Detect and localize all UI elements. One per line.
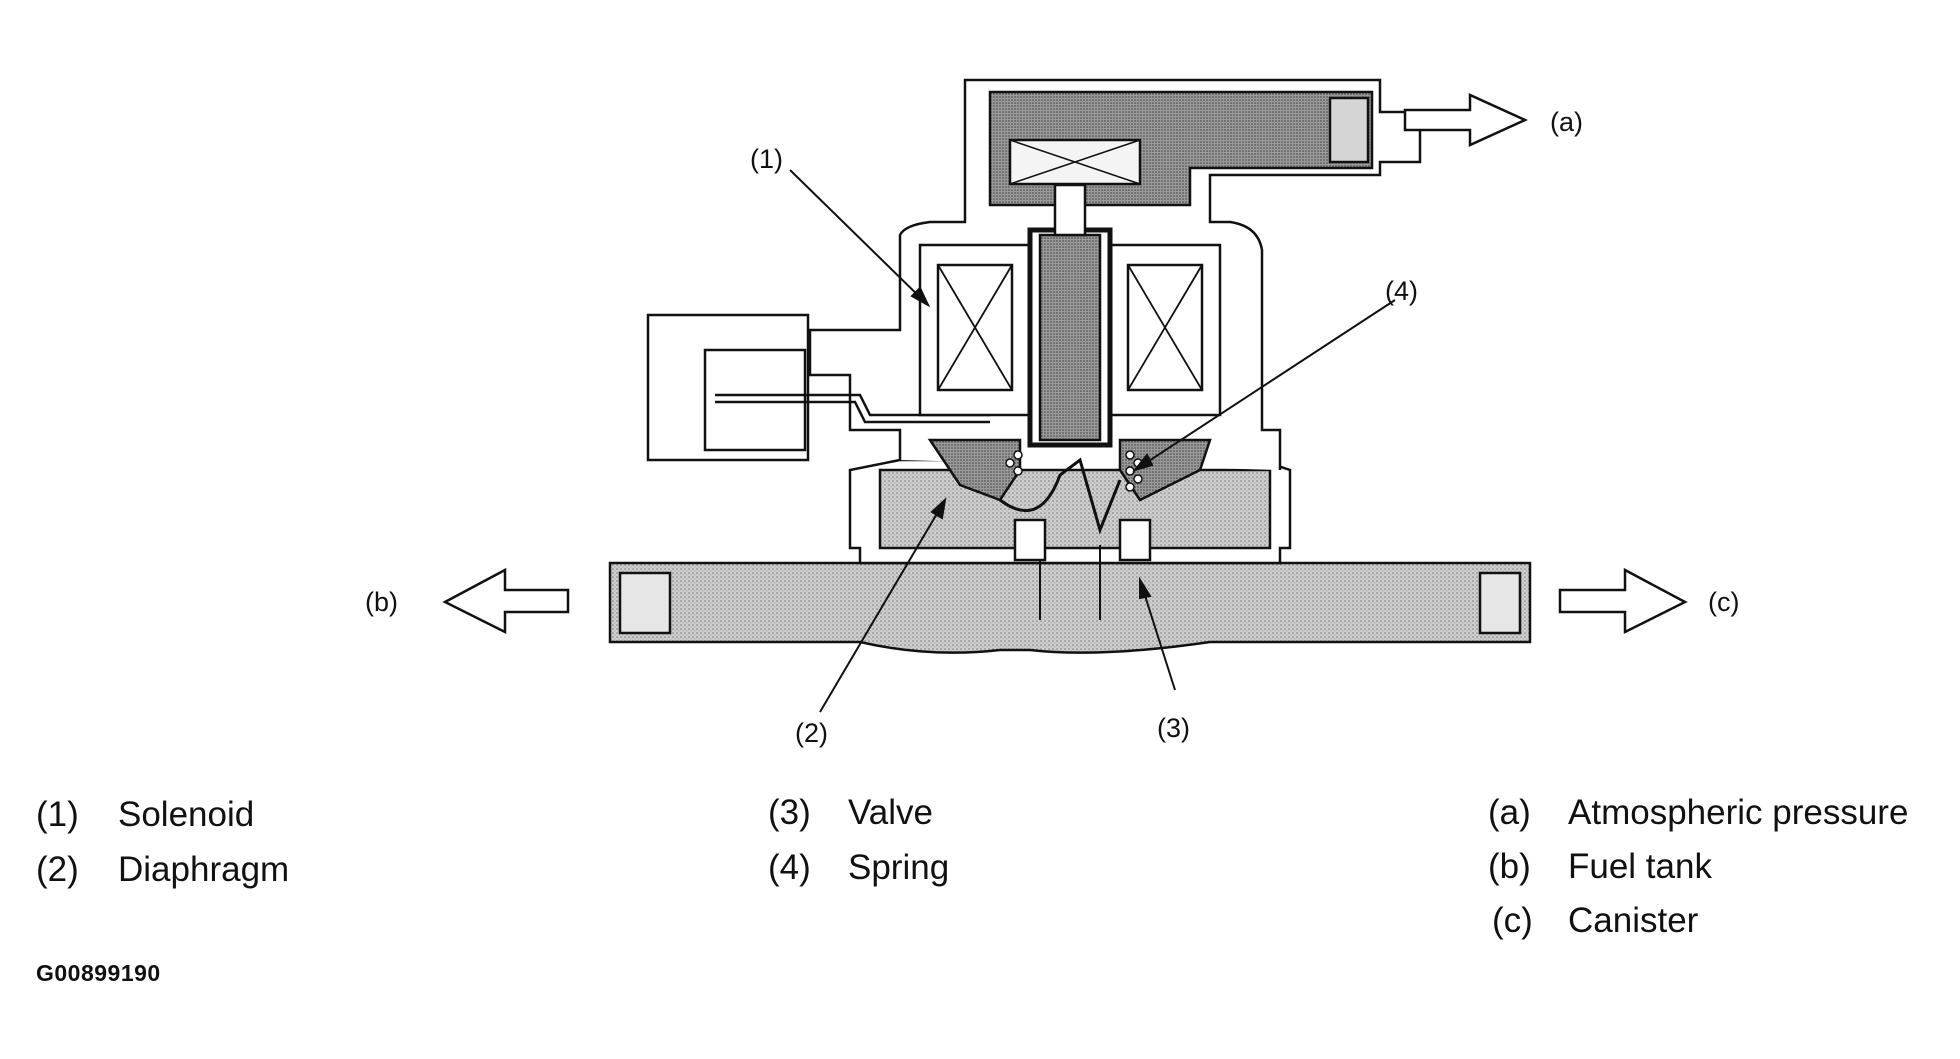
legend-key: (2) [36, 850, 79, 889]
legend-key: (4) [768, 848, 811, 887]
arrow-c-icon [1558, 567, 1688, 635]
callout-1: (1) [750, 144, 783, 174]
legend-key: (1) [36, 795, 79, 834]
callout-4: (4) [1385, 276, 1418, 306]
legend-text: Solenoid [118, 795, 255, 834]
callout-c: (c) [1708, 587, 1739, 617]
arrow-a-icon [1403, 93, 1529, 147]
callout-3: (3) [1157, 713, 1190, 743]
figure-id: G00899190 [36, 960, 161, 986]
legend-text: Diaphragm [118, 850, 290, 889]
callout-2: (2) [795, 718, 828, 748]
legend-key: (a) [1488, 793, 1531, 832]
callout-b: (b) [365, 587, 398, 617]
legend-key: (b) [1488, 847, 1531, 886]
legend-text: Fuel tank [1568, 847, 1712, 886]
legend-key: (3) [768, 793, 811, 832]
leader-lines [789, 169, 1396, 713]
legend-text: Spring [848, 848, 950, 887]
legend-key: (c) [1492, 901, 1533, 940]
legend-text: Valve [848, 793, 933, 832]
valve-body [608, 78, 1532, 654]
legend-text: Canister [1568, 901, 1699, 940]
spring-coils [1005, 450, 1143, 492]
legend-text: Atmospheric pressure [1568, 793, 1909, 832]
callout-a: (a) [1550, 107, 1583, 137]
arrow-b-icon [442, 567, 570, 635]
